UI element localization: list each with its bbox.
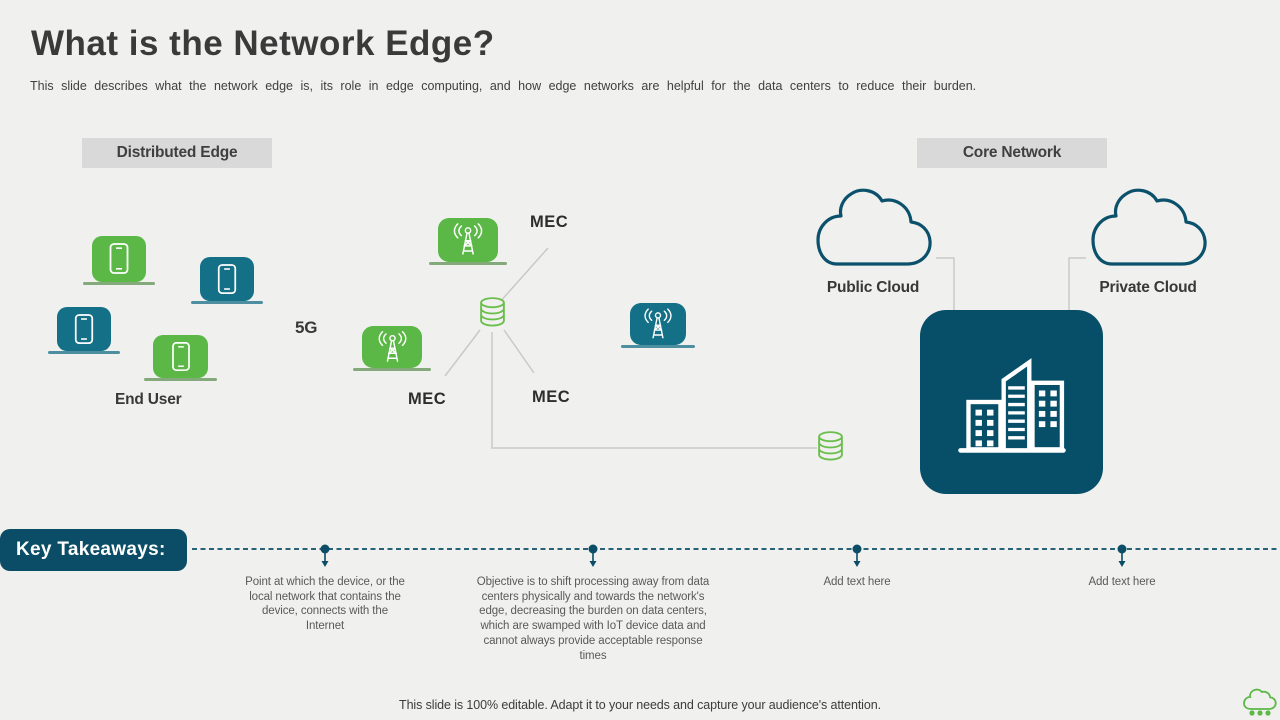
end-user-device [191,257,263,304]
takeaway-item: Point at which the device, or the local … [245,576,405,633]
five-g-label: 5G [295,318,318,337]
device-base [621,345,695,348]
end-user-device [48,307,120,354]
mec-label-center: MEC [532,388,571,406]
end-user-device [83,236,155,285]
radio-tower-icon [378,330,406,362]
key-takeaways-banner: Key Takeaways: [0,529,187,571]
timeline-marker-icon [1117,544,1127,567]
slide-description: This slide describes what the network ed… [30,79,977,93]
smartphone-icon [217,263,237,294]
section-label-distributed-edge: Distributed Edge [82,138,272,168]
mec-tower [429,218,507,265]
mec-tower [621,303,695,348]
mec-tower [353,326,431,371]
takeaway-item: Add text here [1088,576,1156,588]
smartphone-icon [171,341,190,371]
end-user-device [144,335,217,381]
radio-tower-icon [453,223,483,255]
radio-tower-icon [644,307,672,338]
device-base [191,301,263,304]
device-base [429,262,507,265]
data-center-building [920,310,1103,494]
timeline-marker-icon [320,544,330,567]
city-buildings-icon [957,358,1066,453]
device-base [144,378,217,381]
device-base [48,351,120,354]
footer-note: This slide is 100% editable. Adapt it to… [399,698,881,712]
cloud-icon [1091,188,1207,266]
private-cloud-label: Private Cloud [1099,279,1197,296]
key-takeaways-heading: Key Takeaways: [16,539,166,560]
device-base [353,368,431,371]
mec-label-left: MEC [408,390,447,408]
device-base [83,282,155,285]
page-title: What is the Network Edge? [31,24,495,63]
timeline-marker-icon [852,544,862,567]
takeaway-item: Objective is to shift processing away fr… [476,576,710,662]
network-connector-lines [444,247,1086,449]
timeline-marker-icon [588,544,598,567]
takeaway-item: Add text here [823,576,891,588]
mec-label-top: MEC [530,213,569,231]
timeline-markers [320,544,1127,567]
smartphone-icon [109,243,129,274]
public-cloud-label: Public Cloud [826,279,920,296]
database-icon [480,297,505,327]
smartphone-icon [74,313,94,344]
end-user-label: End User [115,391,182,408]
section-label-core-network: Core Network [917,138,1107,168]
cloud-icon [816,188,932,266]
cloud-logo-icon [1243,688,1277,716]
database-icon [818,431,843,461]
